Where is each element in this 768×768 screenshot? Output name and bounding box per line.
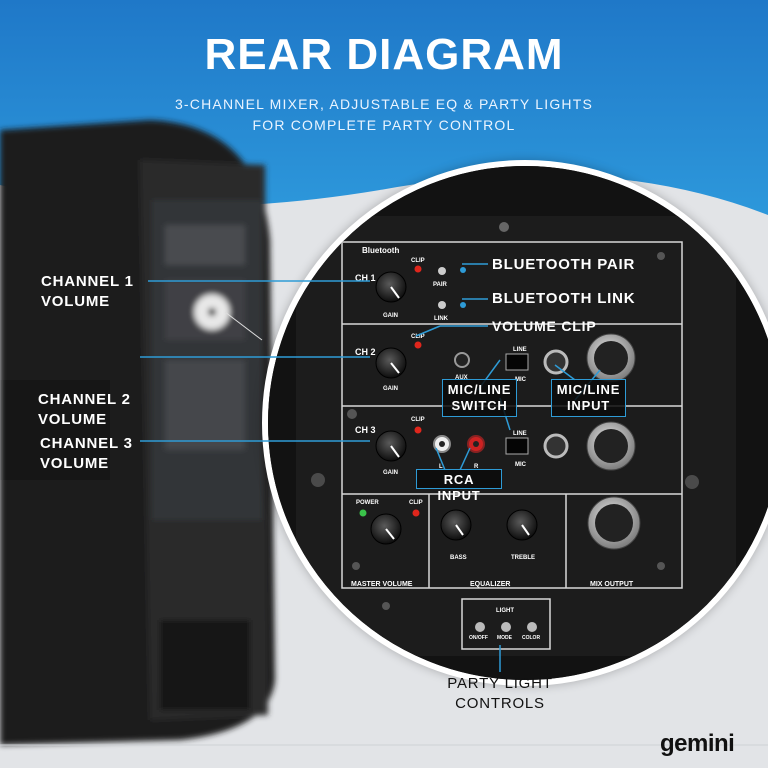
label-clip-2: CLIP (411, 334, 425, 340)
label-mic-1: MIC (515, 377, 527, 383)
gain-knobs (370, 271, 538, 545)
label-ch3: CH 3 (355, 425, 376, 435)
page-title: REAR DIAGRAM (204, 30, 564, 79)
callout-party-light-controls: PARTY LIGHT CONTROLS (445, 674, 555, 714)
label-equalizer: EQUALIZER (470, 581, 510, 588)
callout-mic-line-switch: MIC/LINE SWITCH (442, 379, 517, 417)
label-treble: TREBLE (511, 555, 535, 561)
mic-line-switch-line1: MIC/LINE (447, 382, 512, 397)
label-clip-1: CLIP (411, 258, 425, 264)
label-color: COLOR (522, 635, 540, 641)
callout-mic-line-input: MIC/LINE INPUT (551, 379, 626, 417)
label-on-off: ON/OFF (469, 635, 488, 641)
mic-line-input-line1: MIC/LINE (556, 382, 621, 397)
label-ch1: CH 1 (355, 273, 376, 283)
label-bass: BASS (450, 555, 467, 561)
subtitle-line-2: FOR COMPLETE PARTY CONTROL (252, 117, 516, 133)
mic-line-input-line2: INPUT (567, 398, 610, 413)
label-aux: AUX (455, 375, 468, 381)
header: REAR DIAGRAM 3-CHANNEL MIXER, ADJUSTABLE… (0, 0, 768, 150)
label-gain-1: GAIN (383, 313, 398, 319)
callout-ch1-line2: VOLUME (41, 293, 110, 310)
callout-ch2-line2: VOLUME (38, 411, 107, 428)
party-light-line2: CONTROLS (455, 695, 545, 712)
label-light: LIGHT (496, 608, 514, 614)
label-rca-r: R (474, 464, 479, 470)
label-mode: MODE (497, 635, 513, 641)
callout-volume-clip: VOLUME CLIP (492, 318, 597, 334)
label-mic-2: MIC (515, 462, 527, 468)
callout-channel-1-volume: CHANNEL 1 VOLUME (41, 272, 134, 312)
callout-rca-input: RCA INPUT (416, 469, 502, 503)
label-clip-master: CLIP (409, 500, 423, 506)
label-power: POWER (356, 500, 379, 506)
label-clip-3: CLIP (411, 417, 425, 423)
callout-bluetooth-pair: BLUETOOTH PAIR (492, 256, 636, 273)
rear-panel: Bluetooth CH 1 CH 2 CH 3 GAIN GAIN GAIN … (268, 166, 768, 680)
label-line-1: LINE (513, 347, 527, 353)
zoom-circle: Bluetooth CH 1 CH 2 CH 3 GAIN GAIN GAIN … (262, 160, 768, 686)
label-gain-3: GAIN (383, 470, 398, 476)
bluetooth-logo: Bluetooth (362, 246, 399, 255)
label-gain-2: GAIN (383, 386, 398, 392)
party-light-line1: PARTY LIGHT (447, 675, 553, 692)
callout-ch3-line2: VOLUME (40, 455, 109, 472)
label-line-2: LINE (513, 431, 527, 437)
callout-ch1-line1: CHANNEL 1 (41, 273, 134, 290)
callout-ch2-line1: CHANNEL 2 (38, 391, 131, 408)
gemini-logo: gemini (660, 730, 735, 757)
label-ch2: CH 2 (355, 347, 376, 357)
page-subtitle: 3-CHANNEL MIXER, ADJUSTABLE EQ & PARTY L… (0, 94, 768, 136)
subtitle-line-1: 3-CHANNEL MIXER, ADJUSTABLE EQ & PARTY L… (174, 96, 594, 112)
callout-channel-2-volume: CHANNEL 2 VOLUME (38, 390, 131, 430)
label-master-volume: MASTER VOLUME (351, 581, 413, 588)
blurred-speaker (0, 120, 275, 745)
mic-line-switch-line2: SWITCH (451, 398, 508, 413)
callout-bluetooth-link: BLUETOOTH LINK (492, 290, 636, 307)
callout-ch3-line1: CHANNEL 3 (40, 435, 133, 452)
callout-channel-3-volume: CHANNEL 3 VOLUME (40, 434, 133, 474)
label-link: LINK (434, 316, 449, 322)
label-mix-output: MIX OUTPUT (590, 581, 634, 588)
label-pair: PAIR (433, 282, 448, 288)
